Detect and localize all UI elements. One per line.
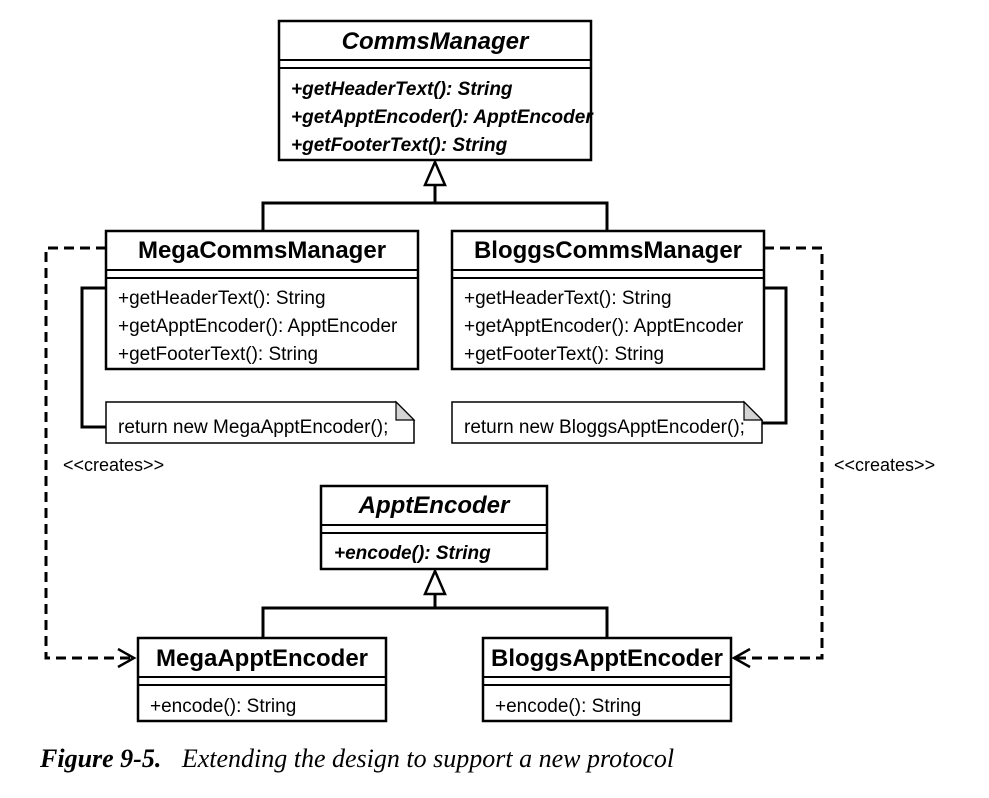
class-comms-manager: CommsManager +getHeaderText(): String +g…	[277, 19, 594, 162]
operation-get-header-text: +getHeaderText(): String	[291, 79, 513, 100]
operation-get-header-text: +getHeaderText(): String	[464, 288, 672, 309]
generalization-appt-encoders	[261, 567, 609, 638]
class-bloggs-appt-encoder: BloggsApptEncoder +encode(): String	[481, 636, 733, 723]
class-mega-comms-manager: MegaCommsManager +getHeaderText(): Strin…	[104, 229, 420, 371]
operation-get-footer-text: +getFooterText(): String	[464, 344, 664, 365]
class-bloggs-comms-manager: BloggsCommsManager +getHeaderText(): Str…	[450, 229, 766, 371]
note-text-bloggs: return new BloggsApptEncoder();	[464, 417, 745, 438]
class-name-bloggs-comms-manager: BloggsCommsManager	[474, 237, 742, 264]
inheritance-arrowhead	[423, 567, 447, 596]
generalization-comms-managers	[261, 158, 609, 231]
note-text-mega: return new MegaApptEncoder();	[118, 417, 388, 438]
figure-caption-text: Extending the design to support a new pr…	[181, 744, 675, 773]
note-connector-bloggs	[760, 286, 788, 425]
figure-caption: Figure 9-5. Extending the design to supp…	[40, 744, 674, 774]
class-name-bloggs-appt-encoder: BloggsApptEncoder	[491, 645, 723, 672]
operation-get-header-text: +getHeaderText(): String	[118, 288, 326, 309]
dependency-creates-right	[731, 246, 824, 669]
operation-get-appt-encoder: +getApptEncoder(): ApptEncoder	[118, 316, 398, 337]
note-bloggs: return new BloggsApptEncoder();	[451, 400, 764, 444]
class-name-mega-appt-encoder: MegaApptEncoder	[156, 645, 368, 672]
class-name-comms-manager: CommsManager	[342, 28, 530, 55]
operation-encode: +encode(): String	[334, 543, 491, 564]
note-mega: return new MegaApptEncoder();	[105, 400, 416, 444]
operation-get-appt-encoder: +getApptEncoder(): ApptEncoder	[291, 107, 594, 128]
stereotype-creates-right: <<creates>>	[834, 455, 935, 475]
operation-encode: +encode(): String	[150, 696, 296, 717]
stereotype-creates-left: <<creates>>	[63, 455, 164, 475]
class-appt-encoder: ApptEncoder +encode(): String	[319, 484, 549, 571]
operation-encode: +encode(): String	[495, 696, 641, 717]
figure-number: Figure 9-5.	[40, 744, 162, 773]
dependency-creates-left	[44, 246, 137, 669]
note-connector-mega	[80, 286, 106, 429]
class-name-appt-encoder: ApptEncoder	[358, 492, 511, 519]
operation-get-appt-encoder: +getApptEncoder(): ApptEncoder	[464, 316, 744, 337]
operation-get-footer-text: +getFooterText(): String	[118, 344, 318, 365]
class-name-mega-comms-manager: MegaCommsManager	[138, 237, 386, 264]
class-mega-appt-encoder: MegaApptEncoder +encode(): String	[136, 636, 388, 723]
operation-get-footer-text: +getFooterText(): String	[291, 135, 508, 156]
inheritance-arrowhead	[423, 158, 447, 187]
